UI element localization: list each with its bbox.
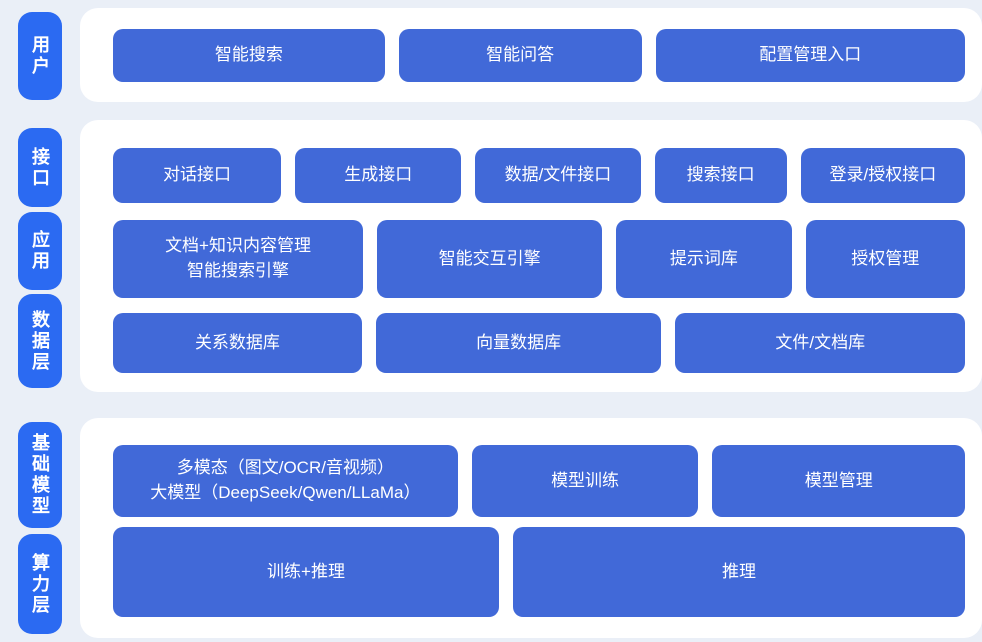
panel-middle-layers: 对话接口 生成接口 数据/文件接口 搜索接口 登录/授权接口 文档+知识内容管理… <box>80 120 982 392</box>
section-user-layer: 用户 智能搜索 智能问答 配置管理入口 <box>0 8 982 102</box>
row-api-nodes: 对话接口 生成接口 数据/文件接口 搜索接口 登录/授权接口 <box>113 148 965 203</box>
row-app-nodes: 文档+知识内容管理 智能搜索引擎 智能交互引擎 提示词库 授权管理 <box>113 220 965 298</box>
node-dialog-api: 对话接口 <box>113 148 282 203</box>
layer-label-data: 数据层 <box>18 294 62 388</box>
row-user-entries: 智能搜索 智能问答 配置管理入口 <box>113 28 966 82</box>
layer-rail-user: 用户 <box>0 8 80 102</box>
panel-user-layer: 智能搜索 智能问答 配置管理入口 <box>80 8 982 102</box>
node-doc-knowledge-search-engine: 文档+知识内容管理 智能搜索引擎 <box>113 220 364 298</box>
panel-base-layers: 多模态（图文/OCR/音视频） 大模型（DeepSeek/Qwen/LLaMa）… <box>80 418 982 638</box>
row-data-nodes: 关系数据库 向量数据库 文件/文档库 <box>113 313 966 373</box>
node-auth-management: 授权管理 <box>805 220 965 298</box>
layer-label-api: 接口 <box>18 128 62 207</box>
node-prompt-library: 提示词库 <box>616 220 792 298</box>
layer-rail-middle: 接口 应用 数据层 <box>0 120 80 392</box>
node-relational-db: 关系数据库 <box>113 313 362 373</box>
node-training-inference: 训练+推理 <box>113 527 499 617</box>
layer-label-compute: 算力层 <box>18 534 62 634</box>
row-model-nodes: 多模态（图文/OCR/音视频） 大模型（DeepSeek/Qwen/LLaMa）… <box>113 445 965 517</box>
node-interaction-engine: 智能交互引擎 <box>377 220 603 298</box>
node-model-training: 模型训练 <box>471 445 699 517</box>
section-base-layers: 基础模型 算力层 多模态（图文/OCR/音视频） 大模型（DeepSeek/Qw… <box>0 418 982 638</box>
node-vector-db: 向量数据库 <box>375 313 662 373</box>
section-middle-layers: 接口 应用 数据层 对话接口 生成接口 数据/文件接口 搜索接口 登录/授权接口… <box>0 120 982 392</box>
node-file-doc-store: 文件/文档库 <box>675 313 966 373</box>
node-generation-api: 生成接口 <box>295 148 462 203</box>
node-data-file-api: 数据/文件接口 <box>475 148 641 203</box>
node-login-auth-api: 登录/授权接口 <box>800 148 965 203</box>
node-search-api: 搜索接口 <box>654 148 787 203</box>
node-config-entry: 配置管理入口 <box>655 28 966 82</box>
layer-label-user: 用户 <box>18 12 62 100</box>
node-inference: 推理 <box>513 527 965 617</box>
node-model-management: 模型管理 <box>712 445 965 517</box>
node-smart-search: 智能搜索 <box>113 28 385 82</box>
node-multimodal-llm: 多模态（图文/OCR/音视频） 大模型（DeepSeek/Qwen/LLaMa） <box>113 445 458 517</box>
row-compute-nodes: 训练+推理 推理 <box>113 527 965 617</box>
layer-rail-base: 基础模型 算力层 <box>0 418 80 638</box>
layer-label-base-model: 基础模型 <box>18 422 62 528</box>
node-smart-qa: 智能问答 <box>398 28 642 82</box>
layer-label-app: 应用 <box>18 212 62 290</box>
